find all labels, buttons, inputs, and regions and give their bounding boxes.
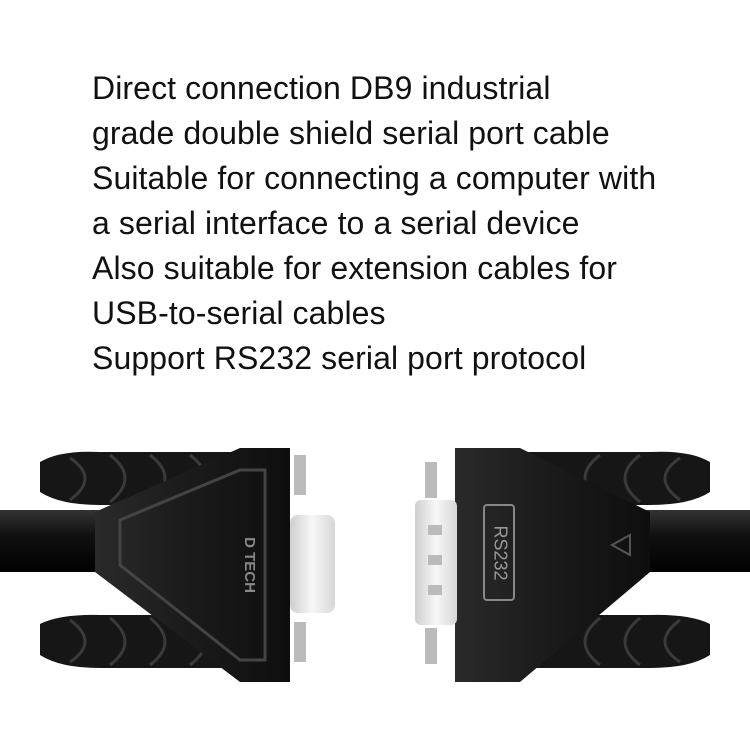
description-line: Direct connection DB9 industrial <box>92 70 551 106</box>
rs232-label: RS232 <box>490 525 510 580</box>
right-connector-body <box>455 448 650 682</box>
right-screw-bottom <box>425 628 437 664</box>
left-connector-body <box>95 448 290 682</box>
description-line: USB-to-serial cables <box>92 295 386 331</box>
right-cable <box>640 510 750 572</box>
left-screw-top <box>294 455 306 495</box>
description-line: Support RS232 serial port protocol <box>92 340 587 376</box>
description-line: grade double shield serial port cable <box>92 115 610 151</box>
arrow-mark-icon <box>609 533 631 557</box>
left-brand-logo: D TECH <box>241 537 258 593</box>
description-line: Suitable for connecting a computer with <box>92 160 657 196</box>
right-screw-top <box>425 462 437 498</box>
description-line: Also suitable for extension cables for <box>92 250 617 286</box>
right-db9-connector: RS232 <box>415 448 750 682</box>
product-description: Direct connection DB9 industrial grade d… <box>92 66 656 381</box>
left-db9-shell <box>290 515 335 613</box>
left-db9-connector: D TECH <box>0 448 335 682</box>
left-cable <box>0 510 110 572</box>
description-line: a serial interface to a serial device <box>92 205 580 241</box>
left-screw-bottom <box>294 622 306 662</box>
